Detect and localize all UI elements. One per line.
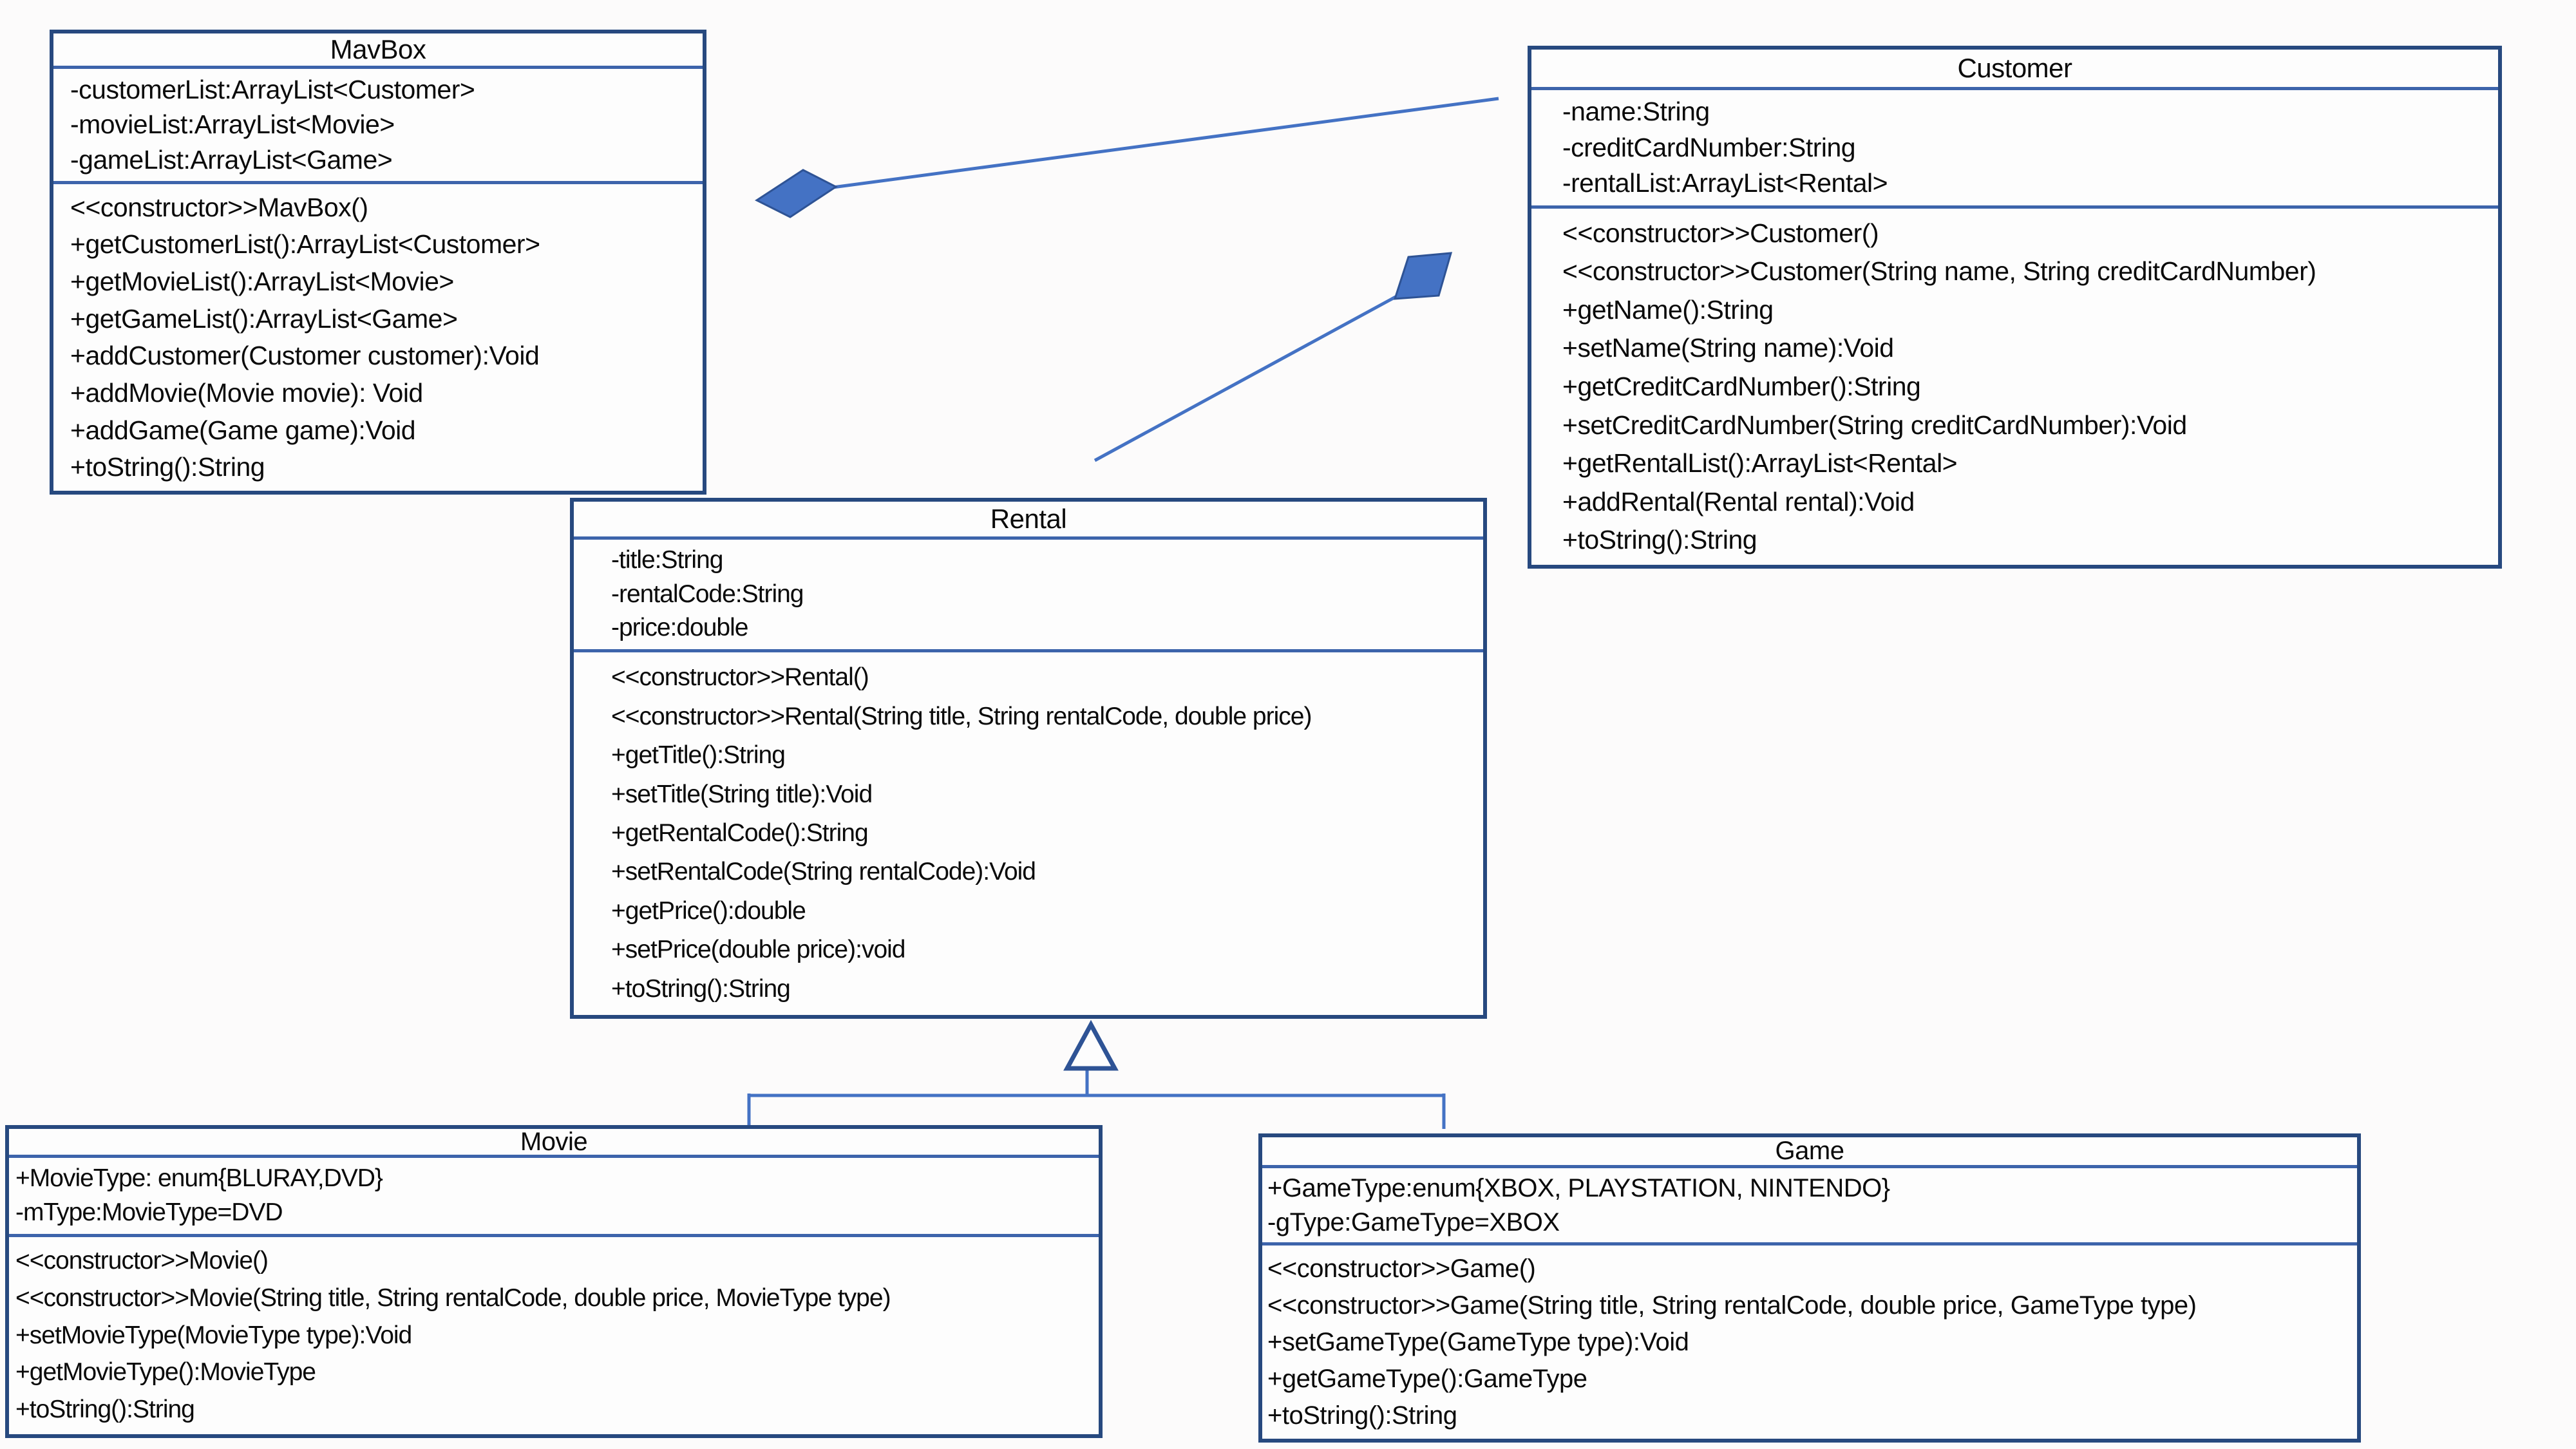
attributes-section-game: +GameType:enum{XBOX, PLAYSTATION, NINTEN… — [1262, 1168, 2357, 1245]
member-line: -rentalList:ArrayList<Rental> — [1562, 168, 1888, 198]
methods-section-mavbox: <<constructor>>MavBox() +getCustomerList(… — [53, 184, 703, 491]
member-line: +MovieType: enum{BLURAY,DVD} — [15, 1164, 383, 1193]
member-line: +toString():String — [1267, 1401, 1457, 1430]
attributes-section-customer: -name:String -creditCardNumber:String -ren… — [1531, 90, 2498, 209]
member-line: +getMovieList():ArrayList<Movie> — [70, 266, 454, 296]
member-line: +toString():String — [70, 452, 265, 482]
methods-section-rental: <<constructor>>Rental() <<constructor>>Re… — [574, 652, 1483, 1015]
attributes-section-mavbox: -customerList:ArrayList<Customer> -movieL… — [53, 69, 703, 184]
member-line: -title:String — [611, 545, 723, 574]
member-line: <<constructor>>Customer() — [1562, 218, 1879, 248]
member-line: <<constructor>>Game() — [1267, 1255, 1536, 1283]
member-line: +addGame(Game game):Void — [70, 415, 416, 445]
member-line: +GameType:enum{XBOX, PLAYSTATION, NINTEN… — [1267, 1174, 1890, 1203]
member-line: +getMovieType():MovieType — [15, 1358, 316, 1387]
methods-section-game: <<constructor>>Game() <<constructor>>Game… — [1262, 1245, 2357, 1439]
member-line: +getName():String — [1562, 294, 1774, 325]
member-line: +setPrice(double price):void — [611, 936, 906, 964]
member-line: +addMovie(Movie movie): Void — [70, 377, 423, 408]
member-line: +getRentalCode():String — [611, 819, 869, 848]
member-line: +getTitle():String — [611, 741, 786, 770]
class-title-game: Game — [1262, 1137, 2357, 1168]
member-line: +toString():String — [1562, 525, 1757, 555]
methods-section-movie: <<constructor>>Movie() <<constructor>>Mov… — [9, 1237, 1099, 1434]
member-line: -name:String — [1562, 97, 1710, 127]
aggregation-line-rental-customer[interactable] — [1094, 295, 1397, 462]
member-line: -movieList:ArrayList<Movie> — [70, 109, 395, 140]
member-line: -customerList:ArrayList<Customer> — [70, 75, 475, 105]
class-title-movie: Movie — [9, 1129, 1099, 1158]
member-line: +setCreditCardNumber(String creditCardNu… — [1562, 410, 2187, 440]
member-line: +setRentalCode(String rentalCode):Void — [611, 858, 1036, 886]
member-line: +setMovieType(MovieType type):Void — [15, 1321, 412, 1349]
member-line: +addCustomer(Customer customer):Void — [70, 341, 540, 371]
class-title-customer: Customer — [1531, 50, 2498, 90]
class-box-movie[interactable]: Movie +MovieType: enum{BLURAY,DVD} -mType… — [5, 1125, 1103, 1438]
inheritance-triangle[interactable] — [1063, 1019, 1119, 1071]
member-line: <<constructor>>Game(String title, String… — [1267, 1291, 2197, 1320]
class-box-rental[interactable]: Rental -title:String -rentalCode:String -p… — [570, 498, 1487, 1019]
member-line: -gameList:ArrayList<Game> — [70, 144, 393, 175]
member-line: <<constructor>>Customer(String name, Str… — [1562, 256, 2316, 287]
aggregation-diamond-mavbox[interactable] — [754, 169, 838, 218]
class-box-mavbox[interactable]: MavBox -customerList:ArrayList<Customer>… — [50, 30, 706, 495]
class-title-mavbox: MavBox — [53, 33, 703, 69]
aggregation-diamond-customer[interactable] — [1393, 252, 1453, 300]
member-line: +setName(String name):Void — [1562, 333, 1894, 363]
aggregation-line-customer-mavbox[interactable] — [832, 97, 1499, 189]
member-line: +setTitle(String title):Void — [611, 780, 873, 808]
member-line: +getCreditCardNumber():String — [1562, 371, 1921, 401]
member-line: -gType:GameType=XBOX — [1267, 1208, 1560, 1236]
attributes-section-movie: +MovieType: enum{BLURAY,DVD} -mType:Movie… — [9, 1158, 1099, 1237]
member-line: <<constructor>>Movie(String title, Strin… — [15, 1283, 891, 1312]
member-line: <<constructor>>Movie() — [15, 1246, 269, 1274]
member-line: +getGameType():GameType — [1267, 1365, 1587, 1393]
member-line: <<constructor>>Rental(String title, Stri… — [611, 702, 1312, 730]
member-line: +getCustomerList():ArrayList<Customer> — [70, 229, 540, 260]
class-box-game[interactable]: Game +GameType:enum{XBOX, PLAYSTATION, N… — [1258, 1133, 2361, 1443]
member-line: <<constructor>>MavBox() — [70, 192, 368, 222]
class-title-rental: Rental — [574, 502, 1483, 540]
member-line: <<constructor>>Rental() — [611, 663, 869, 692]
member-line: +toString():String — [15, 1396, 195, 1424]
member-line: +toString():String — [611, 974, 791, 1003]
member-line: +getRentalList():ArrayList<Rental> — [1562, 448, 1958, 478]
member-line: -mType:MovieType=DVD — [15, 1198, 283, 1226]
methods-section-customer: <<constructor>>Customer() <<constructor>>… — [1531, 209, 2498, 565]
member-line: +getPrice():double — [611, 896, 806, 925]
attributes-section-rental: -title:String -rentalCode:String -price:do… — [574, 540, 1483, 652]
member-line: -creditCardNumber:String — [1562, 132, 1856, 162]
member-line: +getGameList():ArrayList<Game> — [70, 303, 458, 334]
member-line: +addRental(Rental rental):Void — [1562, 486, 1915, 516]
class-box-customer[interactable]: Customer -name:String -creditCardNumber:S… — [1528, 46, 2502, 569]
member-line: -price:double — [611, 614, 748, 642]
member-line: -rentalCode:String — [611, 580, 804, 608]
member-line: +setGameType(GameType type):Void — [1267, 1328, 1689, 1356]
